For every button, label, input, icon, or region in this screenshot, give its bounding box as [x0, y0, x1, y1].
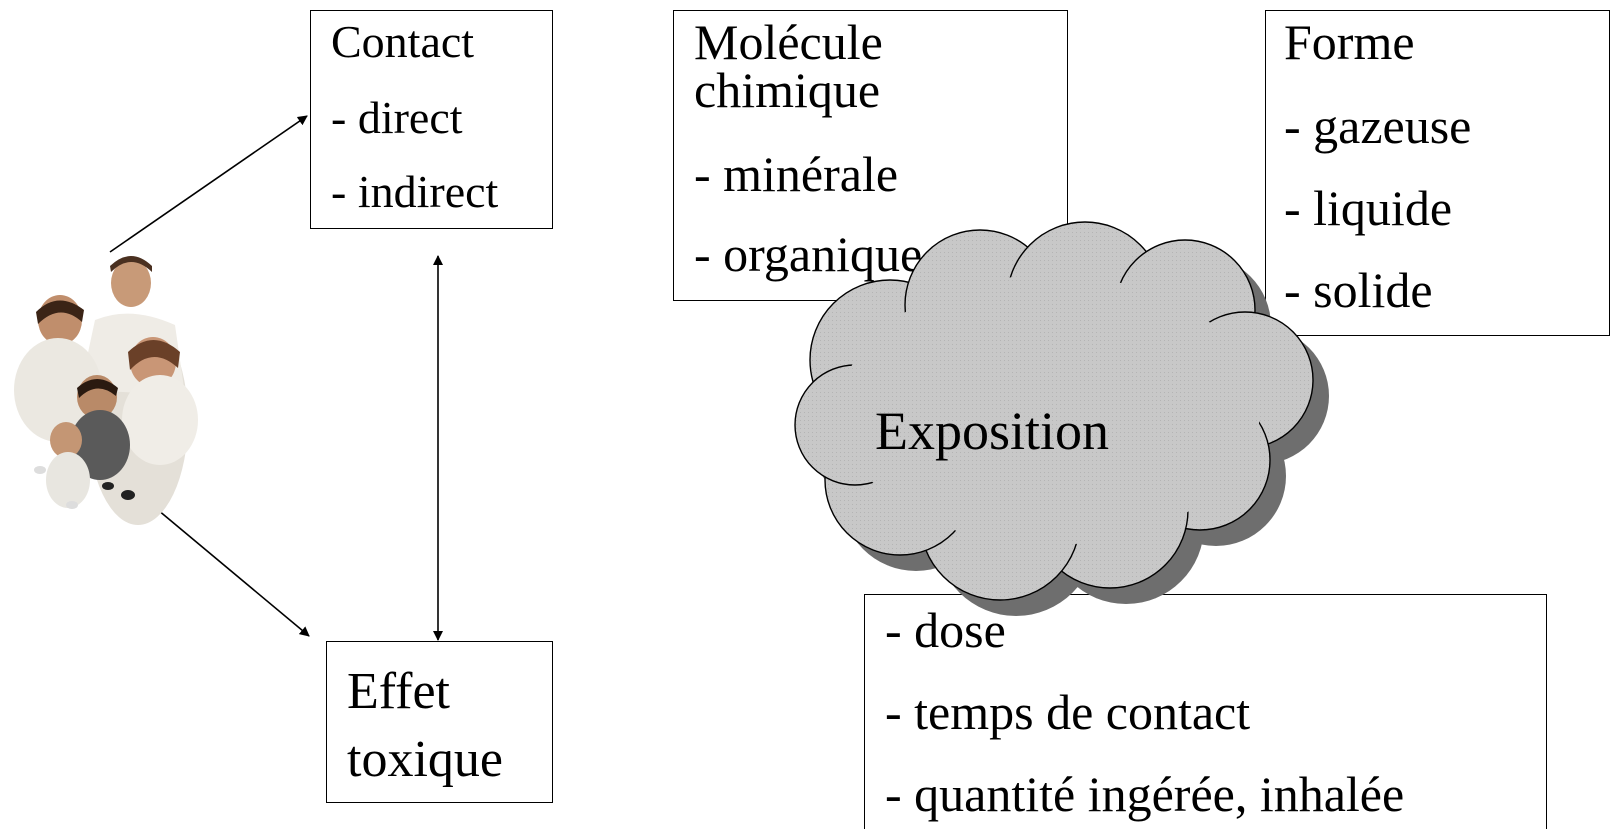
arrow-family-to-contact — [109, 115, 308, 253]
factor-item-temps: - temps de contact — [885, 684, 1251, 740]
contact-item-direct: - direct — [331, 92, 463, 143]
factor-item-dose: - dose — [885, 602, 1006, 658]
exposition-label: Exposition — [875, 401, 1110, 461]
molecule-title-line-1: Molécule — [694, 14, 883, 70]
effet-line-2: toxique — [347, 731, 503, 788]
molecule-title-line-2: chimique — [694, 62, 881, 118]
molecule-item-organique: - organique — [694, 226, 923, 282]
molecule-item-minerale: - minérale — [694, 146, 899, 202]
cloud-core — [840, 275, 1260, 545]
effet-line-1: Effet — [347, 663, 450, 720]
molecule-box: Molécule chimique - minérale - organique — [673, 10, 1068, 301]
contact-title: Contact — [331, 16, 475, 67]
forme-box: Forme - gazeuse - liquide - solide — [1265, 10, 1610, 336]
contact-item-indirect: - indirect — [331, 166, 499, 217]
forme-item-solide: - solide — [1284, 262, 1433, 318]
factors-box: - dose - temps de contact - quantité ing… — [864, 594, 1547, 829]
factor-item-quantite: - quantité ingérée, inhalée — [885, 766, 1405, 822]
forme-item-liquide: - liquide — [1284, 180, 1453, 236]
forme-title: Forme — [1284, 14, 1415, 70]
arrow-family-to-effet — [157, 509, 310, 637]
contact-box: Contact - direct - indirect — [310, 10, 553, 229]
effet-toxique-box: Effet toxique — [326, 641, 553, 803]
forme-item-gazeuse: - gazeuse — [1284, 98, 1472, 154]
family-group-icon — [14, 256, 198, 525]
